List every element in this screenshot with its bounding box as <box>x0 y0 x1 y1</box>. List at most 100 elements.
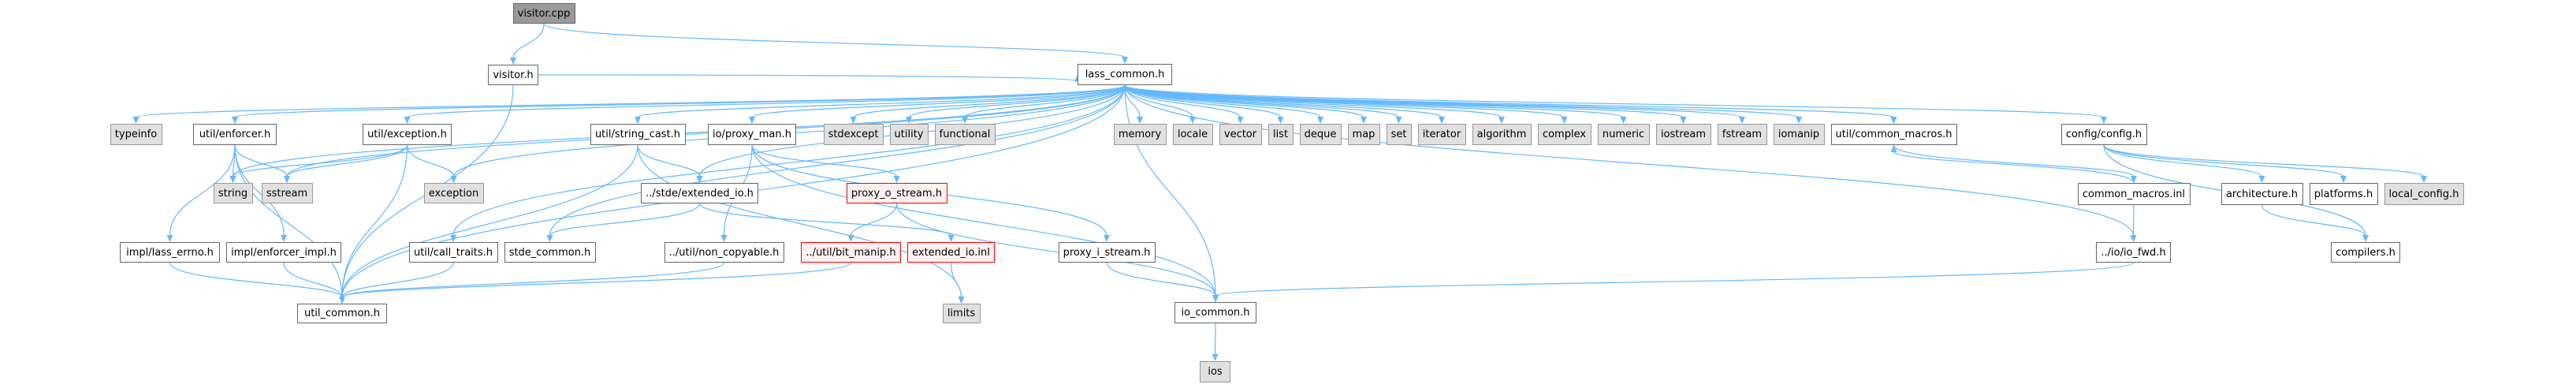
arrowhead-icon <box>229 176 236 183</box>
node-stdexcept: stdexcept <box>823 124 884 145</box>
node-deque: deque <box>1299 124 1342 145</box>
arrowhead-icon <box>847 235 854 242</box>
edge-visitor_cpp-to-lass_common_h <box>543 23 1126 58</box>
arrowhead-icon <box>1739 117 1745 124</box>
node-impl-lass-errno-h[interactable]: impl/lass_errno.h <box>120 242 220 263</box>
arrowhead-icon <box>1212 295 1219 302</box>
arrowhead-icon <box>2421 176 2427 183</box>
edge-proxy_o_stream_h-to-io_common_h <box>895 203 1216 297</box>
node-util-common-h[interactable]: util_common.h <box>297 304 387 323</box>
edge-io_proxy_man_h-to-proxy_o_stream_h <box>751 144 898 177</box>
node-visitor-h[interactable]: visitor.h <box>488 65 538 85</box>
edge-lass_common_h-to-algorithm <box>1124 84 1502 118</box>
node-list: list <box>1268 124 1294 145</box>
node-compilers-h[interactable]: compilers.h <box>2331 242 2400 263</box>
edge-impl_enforcer_impl_h-to-util_common_h <box>283 262 343 298</box>
edge-util_call_traits_h-to-util_common_h <box>341 262 454 298</box>
edge-util_enforcer_h-to-util_common_h <box>234 144 343 298</box>
arrowhead-icon <box>2362 235 2369 242</box>
node-extended-io-inl[interactable]: extended_io.inl <box>907 242 995 263</box>
node-stde-common-h[interactable]: stde_common.h <box>504 242 596 263</box>
edge-lass_common_h-to-sstream <box>286 84 1126 177</box>
node-util-common-macros-h[interactable]: util/common_macros.h <box>1830 124 1957 145</box>
node-util-exception-h[interactable]: util/exception.h <box>363 124 452 145</box>
edge-config_config_h-to-local_config_h <box>2103 144 2425 177</box>
edge-lass_common_h-to-io_proxy_man_h <box>751 84 1126 118</box>
arrowhead-icon <box>2130 235 2137 242</box>
node-lass-common-h[interactable]: lass_common.h <box>1078 64 1172 85</box>
node-io-proxy-man-h[interactable]: io/proxy_man.h <box>708 124 796 145</box>
node-util-enforcer-h[interactable]: util/enforcer.h <box>193 124 277 145</box>
node-config-config-h[interactable]: config/config.h <box>2060 124 2147 145</box>
arrowhead-icon <box>749 117 755 124</box>
arrowhead-icon <box>284 176 290 183</box>
node-io-common-h[interactable]: io_common.h <box>1174 302 1256 323</box>
arrowhead-icon <box>1890 145 1897 152</box>
node-io-io-fwd-h[interactable]: ../io/io_fwd.h <box>2096 242 2171 263</box>
edge-config_config_h-to-platforms_h <box>2103 144 2344 177</box>
arrowhead-icon <box>2101 117 2107 124</box>
arrowhead-icon <box>1212 354 1219 361</box>
node-exception: exception <box>423 183 484 203</box>
node-util-string-cast-h[interactable]: util/string_cast.h <box>590 124 686 145</box>
edge-util_exception_h-to-util_common_h <box>341 144 408 298</box>
node-visitor-cpp[interactable]: visitor.cpp <box>512 3 575 24</box>
arrowhead-icon <box>850 117 857 124</box>
node-util-call-traits-h[interactable]: util/call_traits.h <box>408 242 498 263</box>
arrowhead-icon <box>1890 117 1897 124</box>
node-map: map <box>1347 124 1380 145</box>
edge-lass_common_h-to-io_io_fwd_h <box>1124 84 2135 237</box>
arrowhead-icon <box>958 297 965 304</box>
node-complex: complex <box>1537 124 1591 145</box>
arrowhead-icon <box>1189 117 1196 124</box>
node-set: set <box>1386 124 1412 145</box>
arrowhead-icon <box>404 117 411 124</box>
node-memory: memory <box>1113 124 1167 145</box>
edge-util_exception_h-to-string <box>232 144 408 177</box>
arrowhead-icon <box>720 235 728 242</box>
edge-lass_common_h-to-vector <box>1124 84 1241 118</box>
node-fstream: fstream <box>1717 124 1767 145</box>
edge-util_string_cast_h-to-stde_extended_io_h <box>637 144 701 177</box>
arrowhead-icon <box>546 235 553 242</box>
node-functional: functional <box>934 124 996 145</box>
node-util-non-copyable-h[interactable]: ../util/non_copyable.h <box>664 242 784 263</box>
arrowhead-icon <box>281 235 287 242</box>
node-local-config-h: local_config.h <box>2384 183 2464 205</box>
node-numeric: numeric <box>1597 124 1650 145</box>
edge-lass_common_h-to-iterator <box>1124 84 1442 118</box>
node-utility: utility <box>889 124 929 145</box>
node-impl-enforcer-impl-h[interactable]: impl/enforcer_impl.h <box>226 242 341 263</box>
arrowhead-icon <box>1620 117 1627 124</box>
node-stde-extended-io-h[interactable]: ../stde/extended_io.h <box>641 183 758 203</box>
node-architecture-h[interactable]: architecture.h <box>2220 183 2303 205</box>
node-typeinfo: typeinfo <box>110 124 162 145</box>
edge-io_io_fwd_h-to-io_common_h <box>1215 262 2135 297</box>
edge-architecture_h-to-compilers_h <box>2261 204 2366 237</box>
node-proxy-i-stream-h[interactable]: proxy_i_stream.h <box>1058 242 1156 263</box>
node-platforms-h[interactable]: platforms.h <box>2309 183 2378 205</box>
arrowhead-icon <box>1122 57 1128 64</box>
arrowhead-icon <box>1317 117 1323 124</box>
node-proxy-o-stream-h[interactable]: proxy_o_stream.h <box>846 183 947 203</box>
edge-lass_common_h-to-util_exception_h <box>406 84 1126 118</box>
node-util-bit-manip-h[interactable]: ../util/bit_manip.h <box>801 242 901 263</box>
edge-stde_extended_io_h-to-extended_io_inl <box>698 203 952 237</box>
node-iostream: iostream <box>1655 124 1711 145</box>
arrowhead-icon <box>450 176 457 183</box>
edge-proxy_i_stream_h-to-io_common_h <box>1106 262 1216 297</box>
edge-util_non_copyable_h-to-util_common_h <box>341 262 725 298</box>
node-limits: limits <box>942 304 981 323</box>
edge-util_exception_h-to-exception <box>406 144 455 177</box>
edge-common_macros_inl-to-io_io_fwd_h <box>2132 204 2135 237</box>
edge-common_macros_inl-to-util_common_macros_h <box>1893 151 2135 184</box>
edge-impl_lass_errno_h-to-util_common_h <box>169 262 343 298</box>
edge-util_enforcer_h-to-impl_lass_errno_h <box>169 144 236 237</box>
edge-io_common_h-to-ios <box>1214 323 1216 356</box>
node-locale: locale <box>1172 124 1213 145</box>
node-string: string <box>213 183 253 203</box>
edge-util_string_cast_h-to-limits <box>637 144 962 298</box>
edge-lass_common_h-to-util_call_traits_h <box>452 84 1126 237</box>
edge-lass_common_h-to-util_string_cast_h <box>637 84 1126 118</box>
node-common-macros-inl[interactable]: common_macros.inl <box>2077 183 2191 205</box>
